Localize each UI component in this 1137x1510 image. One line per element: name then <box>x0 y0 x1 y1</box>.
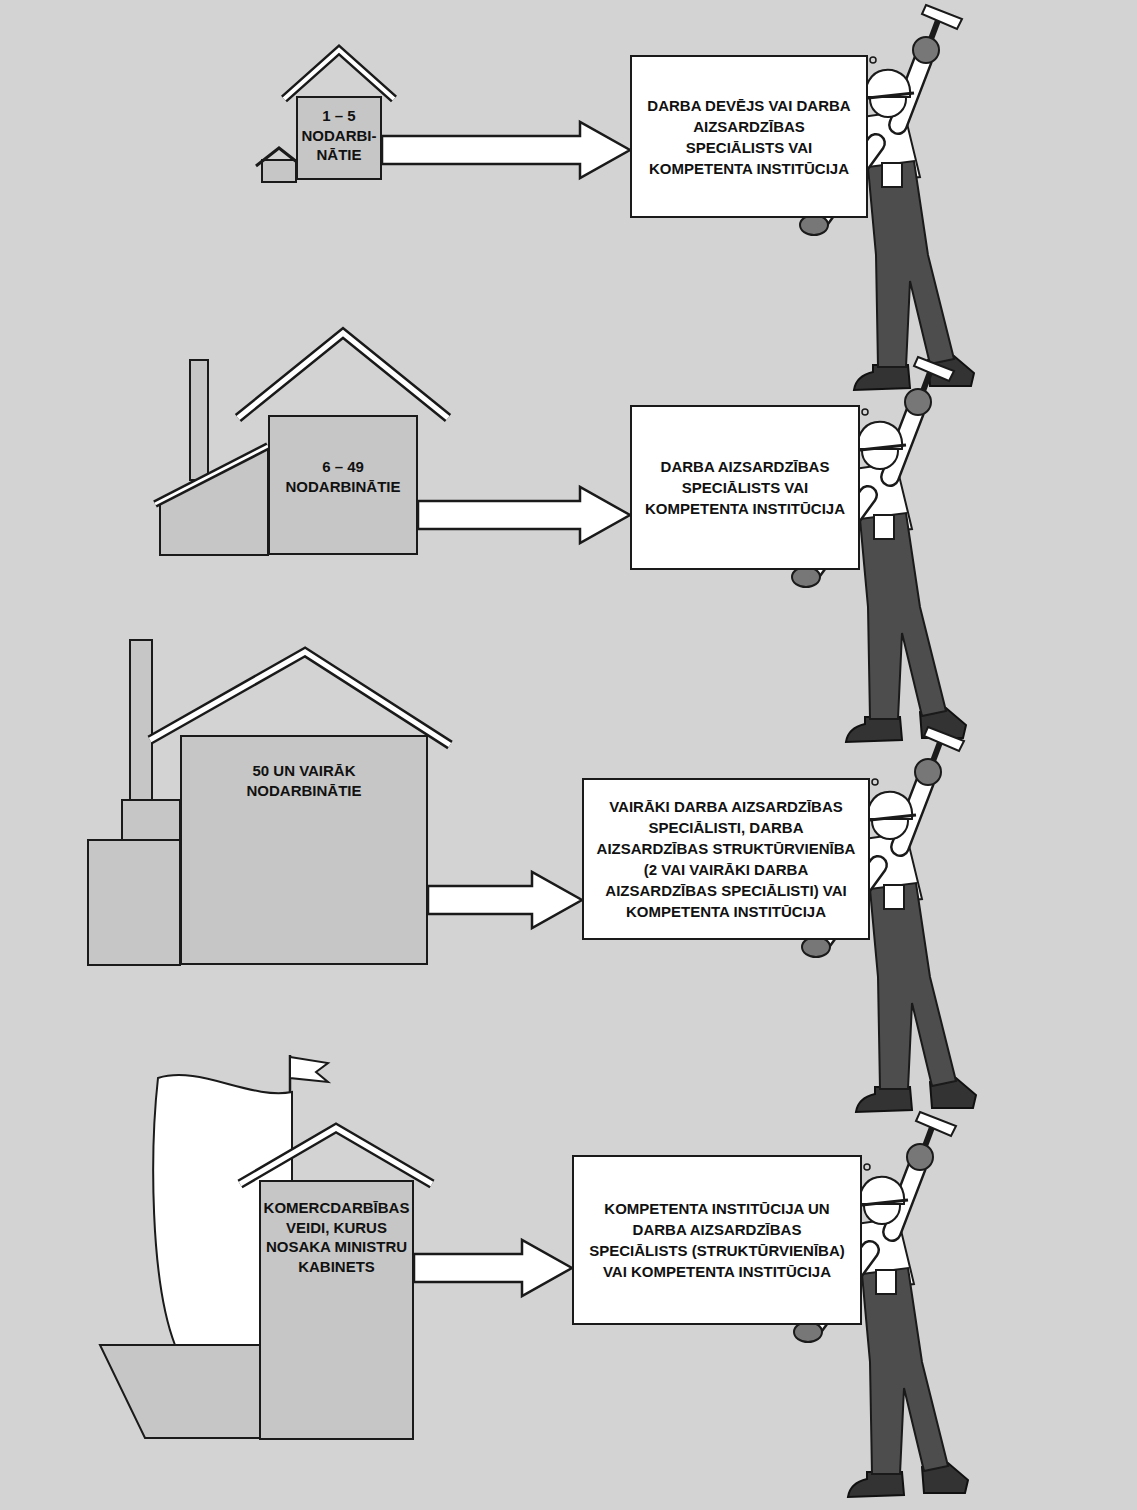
block-arrow <box>382 122 630 178</box>
annex <box>88 840 180 965</box>
flag <box>290 1057 328 1082</box>
sign-board: VAIRĀKI DARBA AIZSARDZĪBAS SPECIĀLISTI, … <box>582 778 870 940</box>
building-box: 50 UN VAIRĀK NODARBINĀTIE <box>180 735 428 965</box>
building-label: 1 – 5 NODARBI- NĀTIE <box>300 106 378 165</box>
sign-board: DARBA DEVĒJS VAI DARBA AIZSARDZĪBAS SPEC… <box>630 55 868 218</box>
building-label: KOMERCDARBĪBAS VEIDI, KURUS NOSAKA MINIS… <box>263 1198 410 1276</box>
annex <box>160 447 268 555</box>
sign-text: KOMPETENTA INSTITŪCIJA UN DARBA AIZSARDZ… <box>586 1198 848 1282</box>
block-arrow <box>414 1240 572 1296</box>
annex-roof <box>155 446 268 504</box>
chimney <box>130 640 152 805</box>
sign-text: DARBA DEVĒJS VAI DARBA AIZSARDZĪBAS SPEC… <box>644 95 854 179</box>
sign-board: KOMPETENTA INSTITŪCIJA UN DARBA AIZSARDZ… <box>572 1155 862 1325</box>
sign-board: DARBA AIZSARDZĪBAS SPECIĀLISTS VAI KOMPE… <box>630 405 860 570</box>
sign-text: DARBA AIZSARDZĪBAS SPECIĀLISTS VAI KOMPE… <box>644 456 846 519</box>
small-house <box>262 160 296 182</box>
building-box: 6 – 49 NODARBINĀTIE <box>268 415 418 555</box>
hull <box>100 1345 265 1438</box>
building-label: 50 UN VAIRĀK NODARBINĀTIE <box>219 761 389 800</box>
roof <box>284 50 394 99</box>
roof <box>238 333 448 418</box>
roof <box>240 1128 432 1184</box>
chimney <box>190 360 208 480</box>
roof <box>284 50 394 99</box>
sign-text: VAIRĀKI DARBA AIZSARDZĪBAS SPECIĀLISTI, … <box>596 796 856 922</box>
block-arrow <box>428 872 582 928</box>
chimney-base <box>122 800 180 840</box>
roof <box>238 333 448 418</box>
building-box: KOMERCDARBĪBAS VEIDI, KURUS NOSAKA MINIS… <box>259 1180 414 1440</box>
roof <box>150 652 450 745</box>
annex-roof <box>155 446 268 504</box>
building-box: 1 – 5 NODARBI- NĀTIE <box>296 96 382 180</box>
building-label: 6 – 49 NODARBINĀTIE <box>272 457 414 496</box>
block-arrow <box>418 487 630 543</box>
roof <box>150 652 450 745</box>
roof <box>240 1128 432 1184</box>
